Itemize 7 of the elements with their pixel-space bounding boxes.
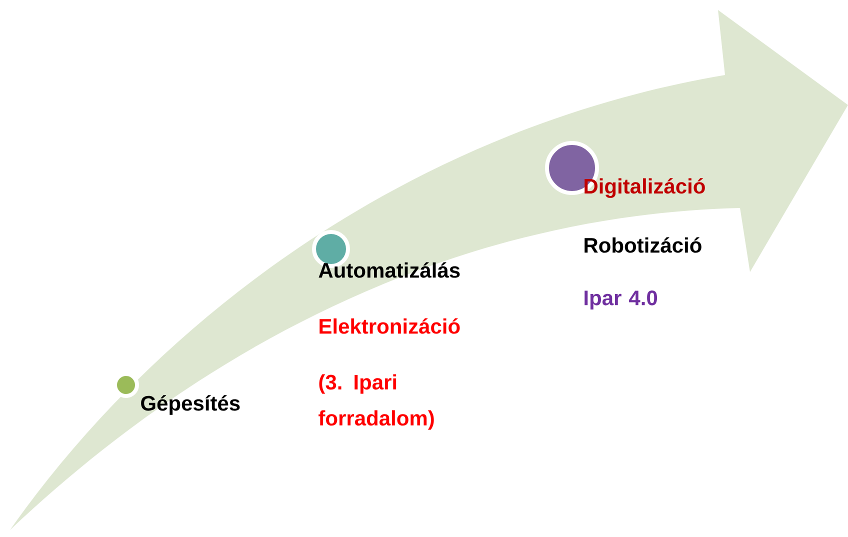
stage-label: Ipar 4.0 (584, 290, 658, 310)
stage-label: Gépesítés (141, 395, 240, 415)
stage-label: Digitalizáció (584, 178, 705, 198)
stage-label: Elektronizáció (320, 318, 460, 334)
stage-label: Robotizáció (584, 237, 702, 253)
stage-label: (3. Ipari forradalom) (318, 374, 434, 430)
stage-label: Automatizálás (318, 262, 460, 278)
